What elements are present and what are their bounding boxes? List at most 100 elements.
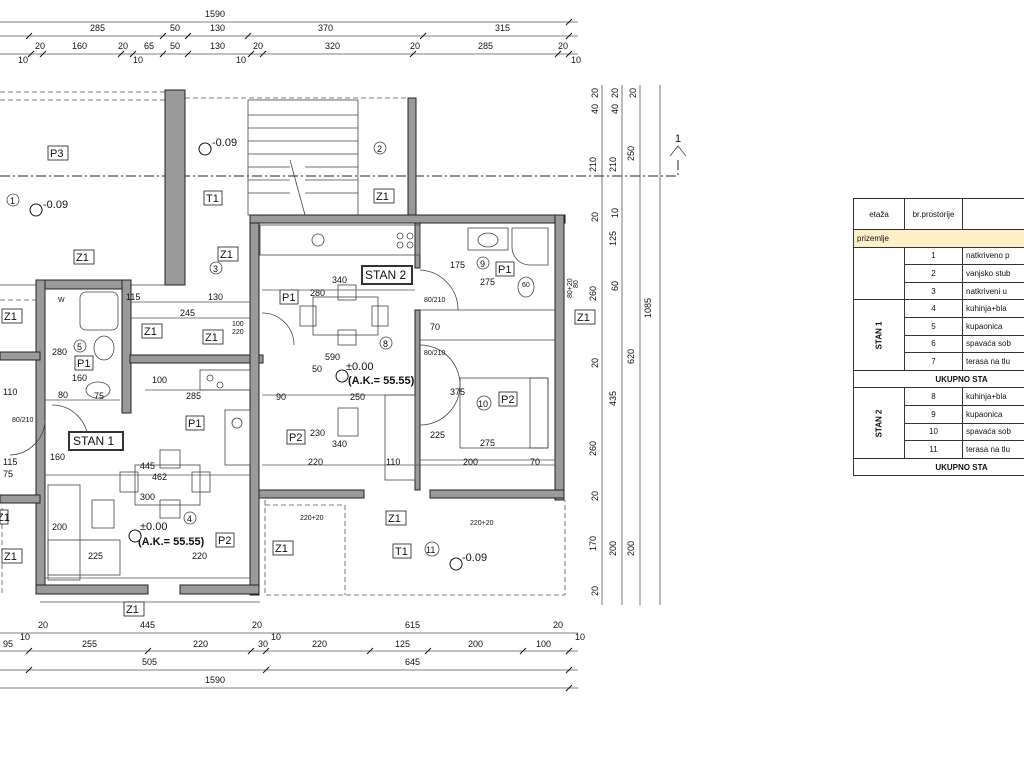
dim-label: 125 (395, 639, 410, 649)
dim-label: 20 (38, 620, 48, 630)
exterior-stairs (247, 99, 359, 216)
dim-label: 285 (478, 41, 493, 51)
dim-label: 340 (332, 439, 347, 449)
dim-label: 20 (558, 41, 568, 51)
dim-label: 220 (232, 329, 244, 336)
dim-label: 225 (88, 551, 103, 561)
total-row: UKUPNO STA (853, 369, 1024, 389)
floor-code: P1 (188, 418, 201, 430)
dim-label: 20 (553, 620, 563, 630)
dim-label: 220 (192, 551, 207, 561)
room-name: natkriveni u (962, 281, 1024, 301)
section-arrow-icon (669, 145, 687, 157)
dim-label: 100 (232, 321, 244, 328)
wall-code: Z1 (577, 312, 590, 324)
room-name: kupaonica (962, 316, 1024, 336)
level-mark: -0.09 (462, 552, 487, 564)
dim-label: 20 (628, 88, 638, 98)
terrace-code: T1 (395, 546, 408, 558)
dim-label: 100 (152, 375, 167, 385)
dim-label: 160 (72, 373, 87, 383)
wall (407, 97, 417, 216)
floor-plan: 1590 285 50 130 370 315 20 160 20 65 50 … (0, 9, 687, 692)
dim-label: 170 (588, 536, 598, 551)
furniture (9, 224, 549, 581)
dim-label: 315 (495, 23, 510, 33)
unit-label: STAN 2 (874, 409, 884, 437)
room-no: 8 (904, 387, 963, 406)
dim-label: 60 (610, 281, 620, 291)
unit-label: STAN 1 (874, 321, 884, 349)
room-number: 5 (77, 342, 82, 352)
dim-label: 275 (480, 277, 495, 287)
dim-label: 370 (318, 23, 333, 33)
level-marker-icon (29, 203, 43, 217)
wall-code: Z1 (376, 191, 389, 203)
dim-label: 40 (610, 104, 620, 114)
dim-label: 645 (405, 657, 420, 667)
dim-label: 10 (571, 55, 581, 65)
room-no: 1 (904, 246, 963, 266)
room-name: spavaća sob (962, 334, 1024, 354)
level-mark: ±0.00 (140, 521, 167, 533)
dim-label: 65 (144, 41, 154, 51)
dim-label: 615 (405, 620, 420, 630)
dim-label: 70 (530, 457, 540, 467)
dim-label: 210 (588, 157, 598, 172)
room-code: P3 (50, 148, 63, 160)
room-no: 6 (904, 334, 963, 354)
dim-label: 80/210 (12, 417, 34, 424)
room-name: terasa na tlu (962, 440, 1024, 459)
dim-label: 40 (590, 104, 600, 114)
dim-label: 20 (590, 88, 600, 98)
room-number: 3 (213, 264, 218, 274)
dim-label: 110 (3, 387, 17, 397)
dim-label: 70 (430, 322, 440, 332)
dim-label: 75 (94, 391, 104, 401)
dim-label: 20 (253, 41, 263, 51)
dim-label: 505 (142, 657, 157, 667)
dim-label: 90 (276, 392, 286, 402)
wall-code: Z1 (205, 332, 218, 344)
dim-label: 220 (308, 457, 323, 467)
dim-label: 80+20 (567, 278, 574, 298)
dim-label: 1085 (643, 298, 653, 318)
wall-code: Z1 (126, 604, 139, 616)
header-etaza: etaža (853, 198, 905, 230)
dim-label: 20 (610, 88, 620, 98)
dim-label: 95 (3, 639, 13, 649)
dim-label: 280 (52, 347, 67, 357)
dim-label: 200 (468, 639, 483, 649)
dim-label: 125 (608, 231, 618, 246)
floor-row: prizemlje (853, 229, 1024, 248)
dim-label: 160 (50, 452, 65, 462)
room-name: kuhinja+bla (962, 299, 1024, 318)
dim-label: 435 (608, 391, 618, 406)
dim-label: 80 (58, 390, 68, 400)
dim-label: 100 (536, 639, 551, 649)
dim-label: 445 (140, 620, 155, 630)
dim-label: 115 (3, 457, 17, 467)
dim-label: 275 (480, 438, 495, 448)
dim-label: 200 (463, 457, 478, 467)
dim-label: 260 (588, 286, 598, 301)
dim-label: 80/210 (424, 350, 446, 357)
dim-label: 175 (450, 260, 465, 270)
dim-label: 75 (3, 469, 13, 479)
dim-label: 130 (210, 41, 225, 51)
room-no: 9 (904, 404, 963, 424)
room-no: 11 (904, 440, 963, 459)
dim-label: 200 (626, 541, 636, 556)
dim-label: 300 (140, 492, 155, 502)
total-row: UKUPNO STA (853, 457, 1024, 477)
dim-label: 445 (140, 461, 155, 471)
room-number: 2 (377, 144, 382, 154)
room-name: terasa na tlu (962, 352, 1024, 371)
dim-label: 80/210 (424, 297, 446, 304)
